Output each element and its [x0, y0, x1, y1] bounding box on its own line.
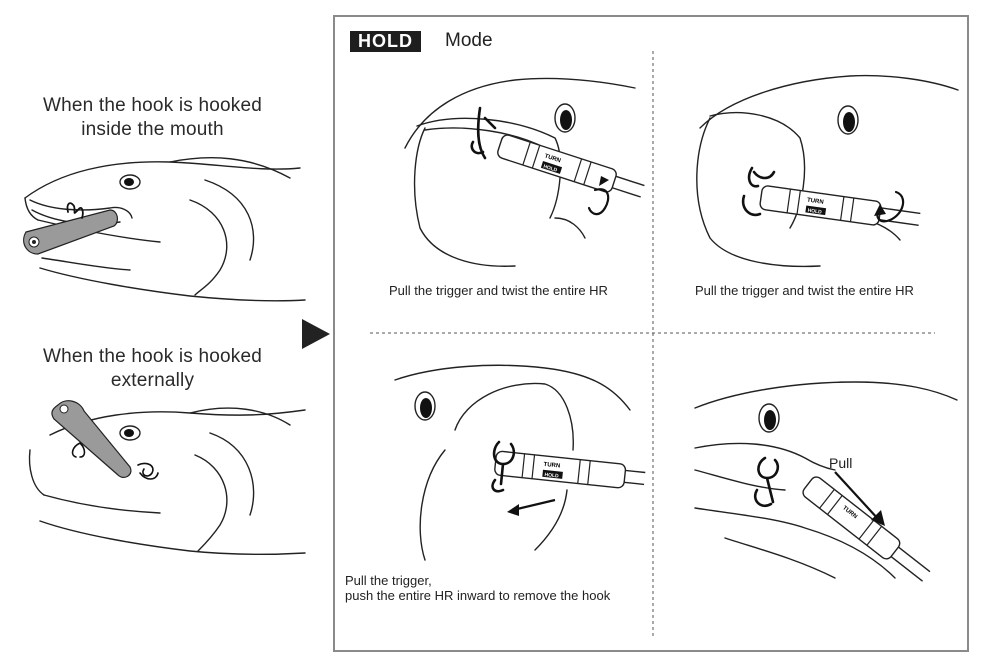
case-external-caption: When the hook is hooked externally [0, 345, 305, 393]
fish-hooked-inside-illustration [23, 157, 306, 302]
step-1-illustration: TURN HOLD [404, 77, 645, 267]
turn-label-2: TURN [807, 198, 824, 206]
mode-title: Mode [445, 30, 493, 51]
step-3-illustration: TURN HOLD [394, 364, 646, 561]
case-internal-line-1: When the hook is hooked [42, 95, 263, 116]
step-4-illustration: TURN Pull [694, 381, 958, 582]
right-arrow-icon [302, 319, 330, 349]
step-1-caption: Pull the trigger and twist the entire HR [389, 283, 608, 298]
step-3-caption: Pull the trigger, push the entire HR inw… [345, 573, 610, 603]
hold-mode-badge: HOLD [350, 31, 421, 52]
hold-mode-panel [333, 15, 969, 652]
case-internal-line-2: inside the mouth [81, 119, 224, 140]
case-internal-caption: When the hook is hooked inside the mouth [0, 94, 305, 142]
step-3-caption-line-2: push the entire HR inward to remove the … [345, 588, 611, 603]
pull-label: Pull [829, 455, 852, 471]
case-external-line-2: externally [110, 370, 195, 391]
step-2-illustration: TURN HOLD [696, 74, 959, 268]
panel-dividers [370, 51, 935, 637]
fish-hooked-externally-illustration [28, 400, 306, 555]
hold-label: HOLD [542, 164, 558, 174]
turn-label-3: TURN [543, 462, 560, 470]
case-external-line-1: When the hook is hooked [42, 346, 263, 367]
step-2-caption: Pull the trigger and twist the entire HR [695, 283, 914, 298]
turn-label: TURN [544, 153, 562, 164]
hold-label-2: HOLD [807, 208, 822, 216]
step-3-caption-line-1: Pull the trigger, [345, 573, 432, 588]
hold-label-3: HOLD [544, 472, 559, 479]
